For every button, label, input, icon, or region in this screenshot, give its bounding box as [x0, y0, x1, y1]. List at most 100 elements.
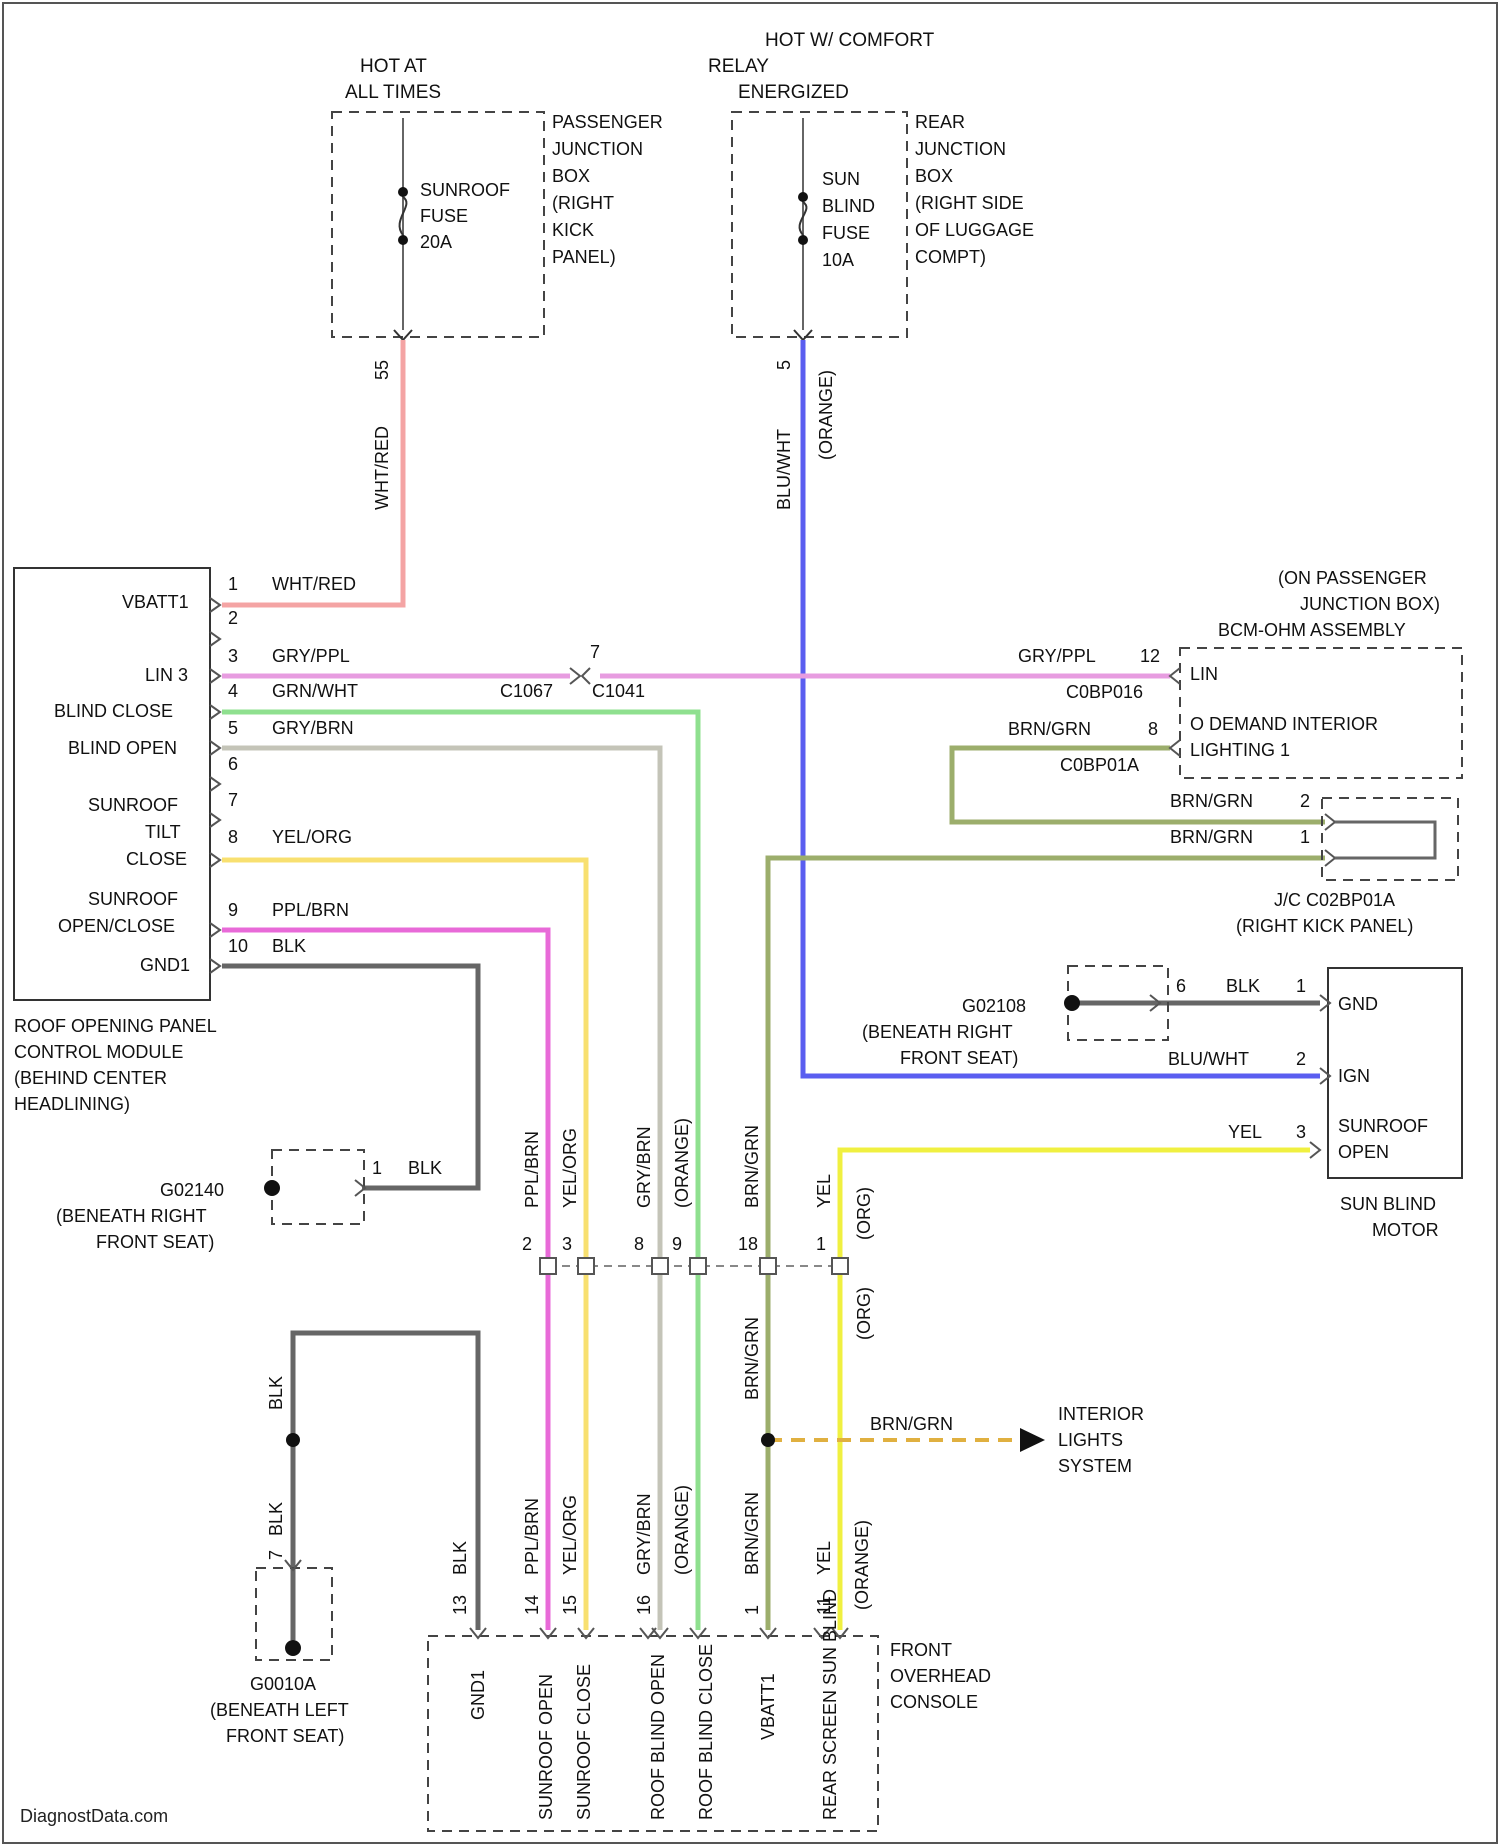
fuse1-box-5: KICK [552, 220, 594, 240]
motor-label-2: MOTOR [1372, 1220, 1439, 1240]
module-pin-lin3: LIN 3 [145, 665, 188, 685]
module-pin-blind-open: BLIND OPEN [68, 738, 177, 758]
bcm-line2-2: LIGHTING 1 [1190, 740, 1290, 760]
motor-label-1: SUN BLIND [1340, 1194, 1436, 1214]
module-wire-ppl-brn: PPL/BRN [272, 900, 349, 920]
console-pin-sunroof-close: SUNROOF CLOSE [574, 1664, 594, 1820]
fuse2-box-1: REAR [915, 112, 965, 132]
mid-wire-gry-brn: GRY/BRN [634, 1126, 654, 1208]
module-pinnum-2: 2 [228, 608, 238, 628]
fuse2-hot-3: ENERGIZED [738, 82, 849, 103]
lower-pin-14: 14 [522, 1595, 542, 1615]
fuse2-label-2: BLIND [822, 196, 875, 216]
rear-junction-box [732, 112, 907, 337]
bcm-wire: GRY/PPL [1018, 646, 1096, 666]
fuse2-connector [794, 330, 812, 340]
fuse2-wire-label: BLU/WHT [774, 429, 794, 510]
bcm-lighting-terminal [1170, 740, 1180, 756]
g3-loc-1: (BENEATH LEFT [210, 1700, 349, 1720]
g3-wire2: BLK [266, 1376, 286, 1410]
console-pin-roof-blind-close: ROOF BLIND CLOSE [696, 1644, 716, 1820]
wire-blk-module-gnd [222, 966, 478, 1188]
mid-wire-org-top: (ORG) [854, 1187, 874, 1240]
motor-pin-ign: IGN [1338, 1066, 1370, 1086]
module-pinnum-9: 9 [228, 900, 238, 920]
fuse1-box-4: (RIGHT [552, 193, 614, 213]
wire-brn-grn-main [768, 858, 1325, 1630]
lower-wire-orange-2: (ORANGE) [852, 1520, 872, 1610]
interior-label-3: SYSTEM [1058, 1456, 1132, 1476]
interior-label-2: LIGHTS [1058, 1430, 1123, 1450]
console-label-2: OVERHEAD [890, 1666, 991, 1686]
module-connector-ticks [210, 598, 220, 973]
motor-pin-gnd: GND [1338, 994, 1378, 1014]
motor-ign-pin: 2 [1296, 1049, 1306, 1069]
wire-yel-motor [840, 1150, 1310, 1630]
interior-lights-arrow [1020, 1428, 1045, 1452]
bcm-pin: 12 [1140, 646, 1160, 666]
module-pinnum-8: 8 [228, 827, 238, 847]
fuse2-box-2: JUNCTION [915, 139, 1006, 159]
bcm-pin2: 8 [1148, 719, 1158, 739]
ground-g02108-point [1064, 995, 1080, 1011]
module-pin-gnd1: GND1 [140, 955, 190, 975]
inline-connector-c1067 [570, 668, 590, 684]
jc-label-2: (RIGHT KICK PANEL) [1236, 916, 1413, 936]
motor-ign-wire: BLU/WHT [1168, 1049, 1249, 1069]
module-pinnum-6: 6 [228, 754, 238, 774]
jc-pin-b: 1 [1300, 827, 1310, 847]
module-wire-blk: BLK [272, 936, 306, 956]
bcm-top-2: JUNCTION BOX) [1300, 594, 1440, 614]
fuse1-label-3: 20A [420, 232, 452, 252]
motor-pin-open: OPEN [1338, 1142, 1389, 1162]
lower-pin-15: 15 [560, 1595, 580, 1615]
module-pin-sunroof-1: SUNROOF [88, 795, 178, 815]
fuse2-box-6: COMPT) [915, 247, 986, 267]
ground-g0010a-point [285, 1640, 301, 1656]
mid-connector-row [540, 1258, 848, 1274]
motor-gnd-pin2: 1 [1296, 976, 1306, 996]
motor-ground-loc-1: (BENEATH RIGHT [862, 1022, 1013, 1042]
module-wire-grn-wht: GRN/WHT [272, 681, 358, 701]
lower-wire-blk: BLK [450, 1541, 470, 1575]
module-pin-close: CLOSE [126, 849, 187, 869]
fuse2-box-4: (RIGHT SIDE [915, 193, 1024, 213]
mid-wire-yel-org: YEL/ORG [560, 1128, 580, 1208]
mid-pin-9: 9 [672, 1234, 682, 1254]
fuse1-terminal-top [398, 187, 408, 197]
module-label-2: CONTROL MODULE [14, 1042, 183, 1062]
ground-g02140-box [272, 1150, 364, 1224]
interior-wire: BRN/GRN [870, 1414, 953, 1434]
mid-pin-2: 2 [522, 1234, 532, 1254]
bcm-conn2: C0BP01A [1060, 755, 1139, 775]
bcm-conn: C0BP016 [1066, 682, 1143, 702]
module-label-3: (BEHIND CENTER [14, 1068, 167, 1088]
module-label-1: ROOF OPENING PANEL [14, 1016, 217, 1036]
fuse1-hot-2: ALL TIMES [345, 82, 441, 103]
g3-pin: 7 [266, 1550, 286, 1560]
fuse1-connector [394, 330, 412, 340]
jc-pin-a: 2 [1300, 791, 1310, 811]
module-pinnum-7: 7 [228, 790, 238, 810]
mid-pin-8: 8 [634, 1234, 644, 1254]
jc-wire-b: BRN/GRN [1170, 827, 1253, 847]
motor-gnd-wire: BLK [1226, 976, 1260, 996]
mid-pin-3: 3 [562, 1234, 572, 1254]
mid-wire-yel: YEL [814, 1174, 834, 1208]
bcm-top-3: BCM-OHM ASSEMBLY [1218, 620, 1406, 640]
lower-wire-gry-brn: GRY/BRN [634, 1493, 654, 1575]
wire-blk-console-gnd [293, 1333, 478, 1640]
bcm-wire2: BRN/GRN [1008, 719, 1091, 739]
fuse1-label-1: SUNROOF [420, 180, 510, 200]
module-pinnum-10: 10 [228, 936, 248, 956]
watermark: DiagnostData.com [20, 1806, 168, 1826]
splice-num: 7 [590, 642, 600, 662]
g2-pin: 1 [372, 1158, 382, 1178]
splice-right: C1041 [592, 681, 645, 701]
fuse2-hot-1: HOT W/ COMFORT [765, 30, 935, 51]
lower-wire-yel: YEL [814, 1541, 834, 1575]
g2-loc-1: (BENEATH RIGHT [56, 1206, 207, 1226]
mid-pin-1: 1 [816, 1234, 826, 1254]
module-pinnum-5: 5 [228, 718, 238, 738]
